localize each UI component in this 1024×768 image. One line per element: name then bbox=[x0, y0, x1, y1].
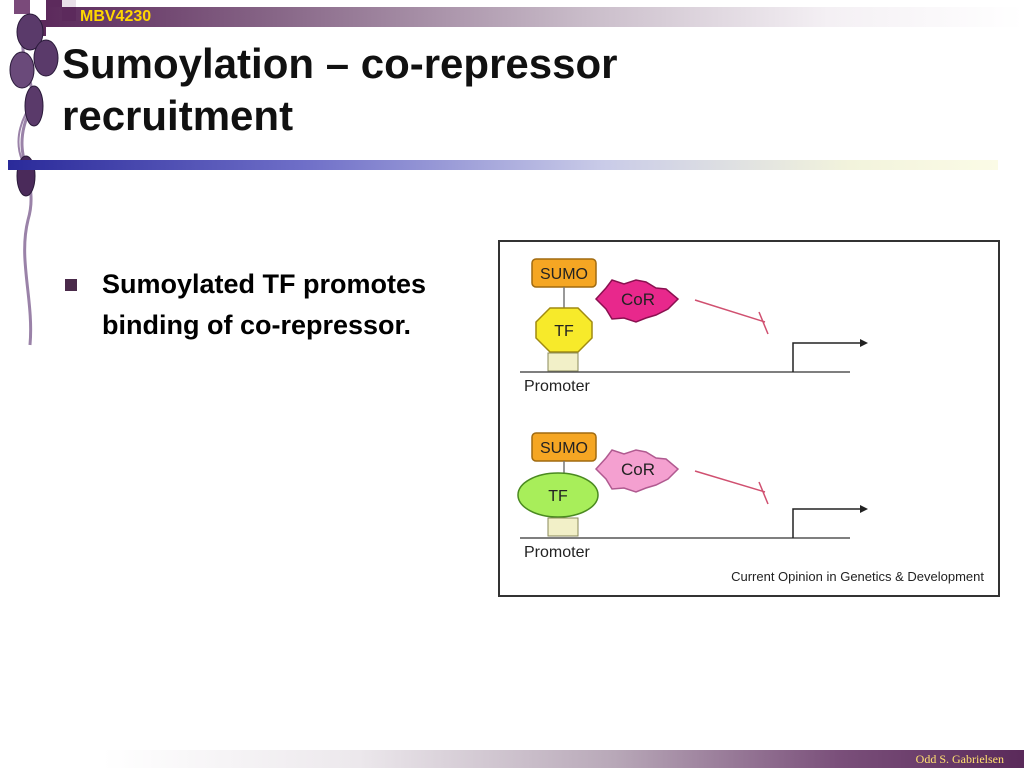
logo-square bbox=[62, 7, 76, 21]
title-line-1: Sumoylation – co-repressor bbox=[62, 40, 618, 87]
tf-octagon bbox=[535, 307, 593, 353]
tf-label: TF bbox=[554, 323, 574, 340]
title-line-2: recruitment bbox=[62, 92, 294, 139]
co-repressor-diagram: SUMO TF Promoter CoR SUMO TF Promoter bbox=[517, 258, 984, 584]
header-band bbox=[46, 7, 1024, 27]
repression-line bbox=[694, 299, 766, 323]
promoter-box bbox=[547, 517, 579, 537]
author-name: Odd S. Gabrielsen bbox=[915, 752, 1004, 766]
tss-arrowhead bbox=[860, 505, 868, 513]
footer-band bbox=[0, 750, 1024, 768]
cor-label: CoR bbox=[621, 290, 655, 309]
cor-star bbox=[594, 279, 680, 323]
bullet-item: Sumoylated TF promotes binding of co-rep… bbox=[62, 264, 492, 346]
cor-label: CoR bbox=[621, 460, 655, 479]
bullet-square-icon bbox=[65, 279, 77, 291]
figure-frame: SUMO TF Promoter CoR SUMO TF Promoter bbox=[498, 240, 1000, 597]
slide-title: Sumoylation – co-repressor recruitment bbox=[62, 38, 862, 142]
figure-credit: Current Opinion in Genetics & Developmen… bbox=[731, 569, 984, 584]
title-rule bbox=[8, 160, 998, 170]
promoter-box bbox=[547, 352, 579, 372]
repression-line bbox=[694, 470, 766, 493]
logo-square bbox=[62, 0, 76, 7]
tss-arrow bbox=[792, 342, 860, 372]
tf-ellipse bbox=[517, 472, 599, 518]
decorative-vine bbox=[9, 13, 59, 346]
repression-bar bbox=[758, 481, 769, 505]
tss-arrowhead bbox=[860, 339, 868, 347]
sumo-label: SUMO bbox=[540, 266, 588, 283]
bullet-list: Sumoylated TF promotes binding of co-rep… bbox=[62, 264, 492, 346]
top-panel: SUMO TF Promoter CoR bbox=[520, 258, 868, 395]
tss-arrow bbox=[792, 508, 860, 538]
promoter-label: Promoter bbox=[524, 544, 590, 561]
course-label: MBV4230 bbox=[80, 8, 152, 25]
bottom-panel: SUMO TF Promoter CoR bbox=[517, 432, 868, 561]
tf-label: TF bbox=[548, 488, 568, 505]
sumo-label: SUMO bbox=[540, 440, 588, 457]
bullet-text: Sumoylated TF promotes binding of co-rep… bbox=[102, 269, 427, 340]
promoter-label: Promoter bbox=[524, 378, 590, 395]
logo-square bbox=[14, 0, 30, 14]
logo-square bbox=[46, 0, 62, 7]
cor-star bbox=[594, 449, 680, 493]
repression-bar bbox=[758, 311, 769, 335]
